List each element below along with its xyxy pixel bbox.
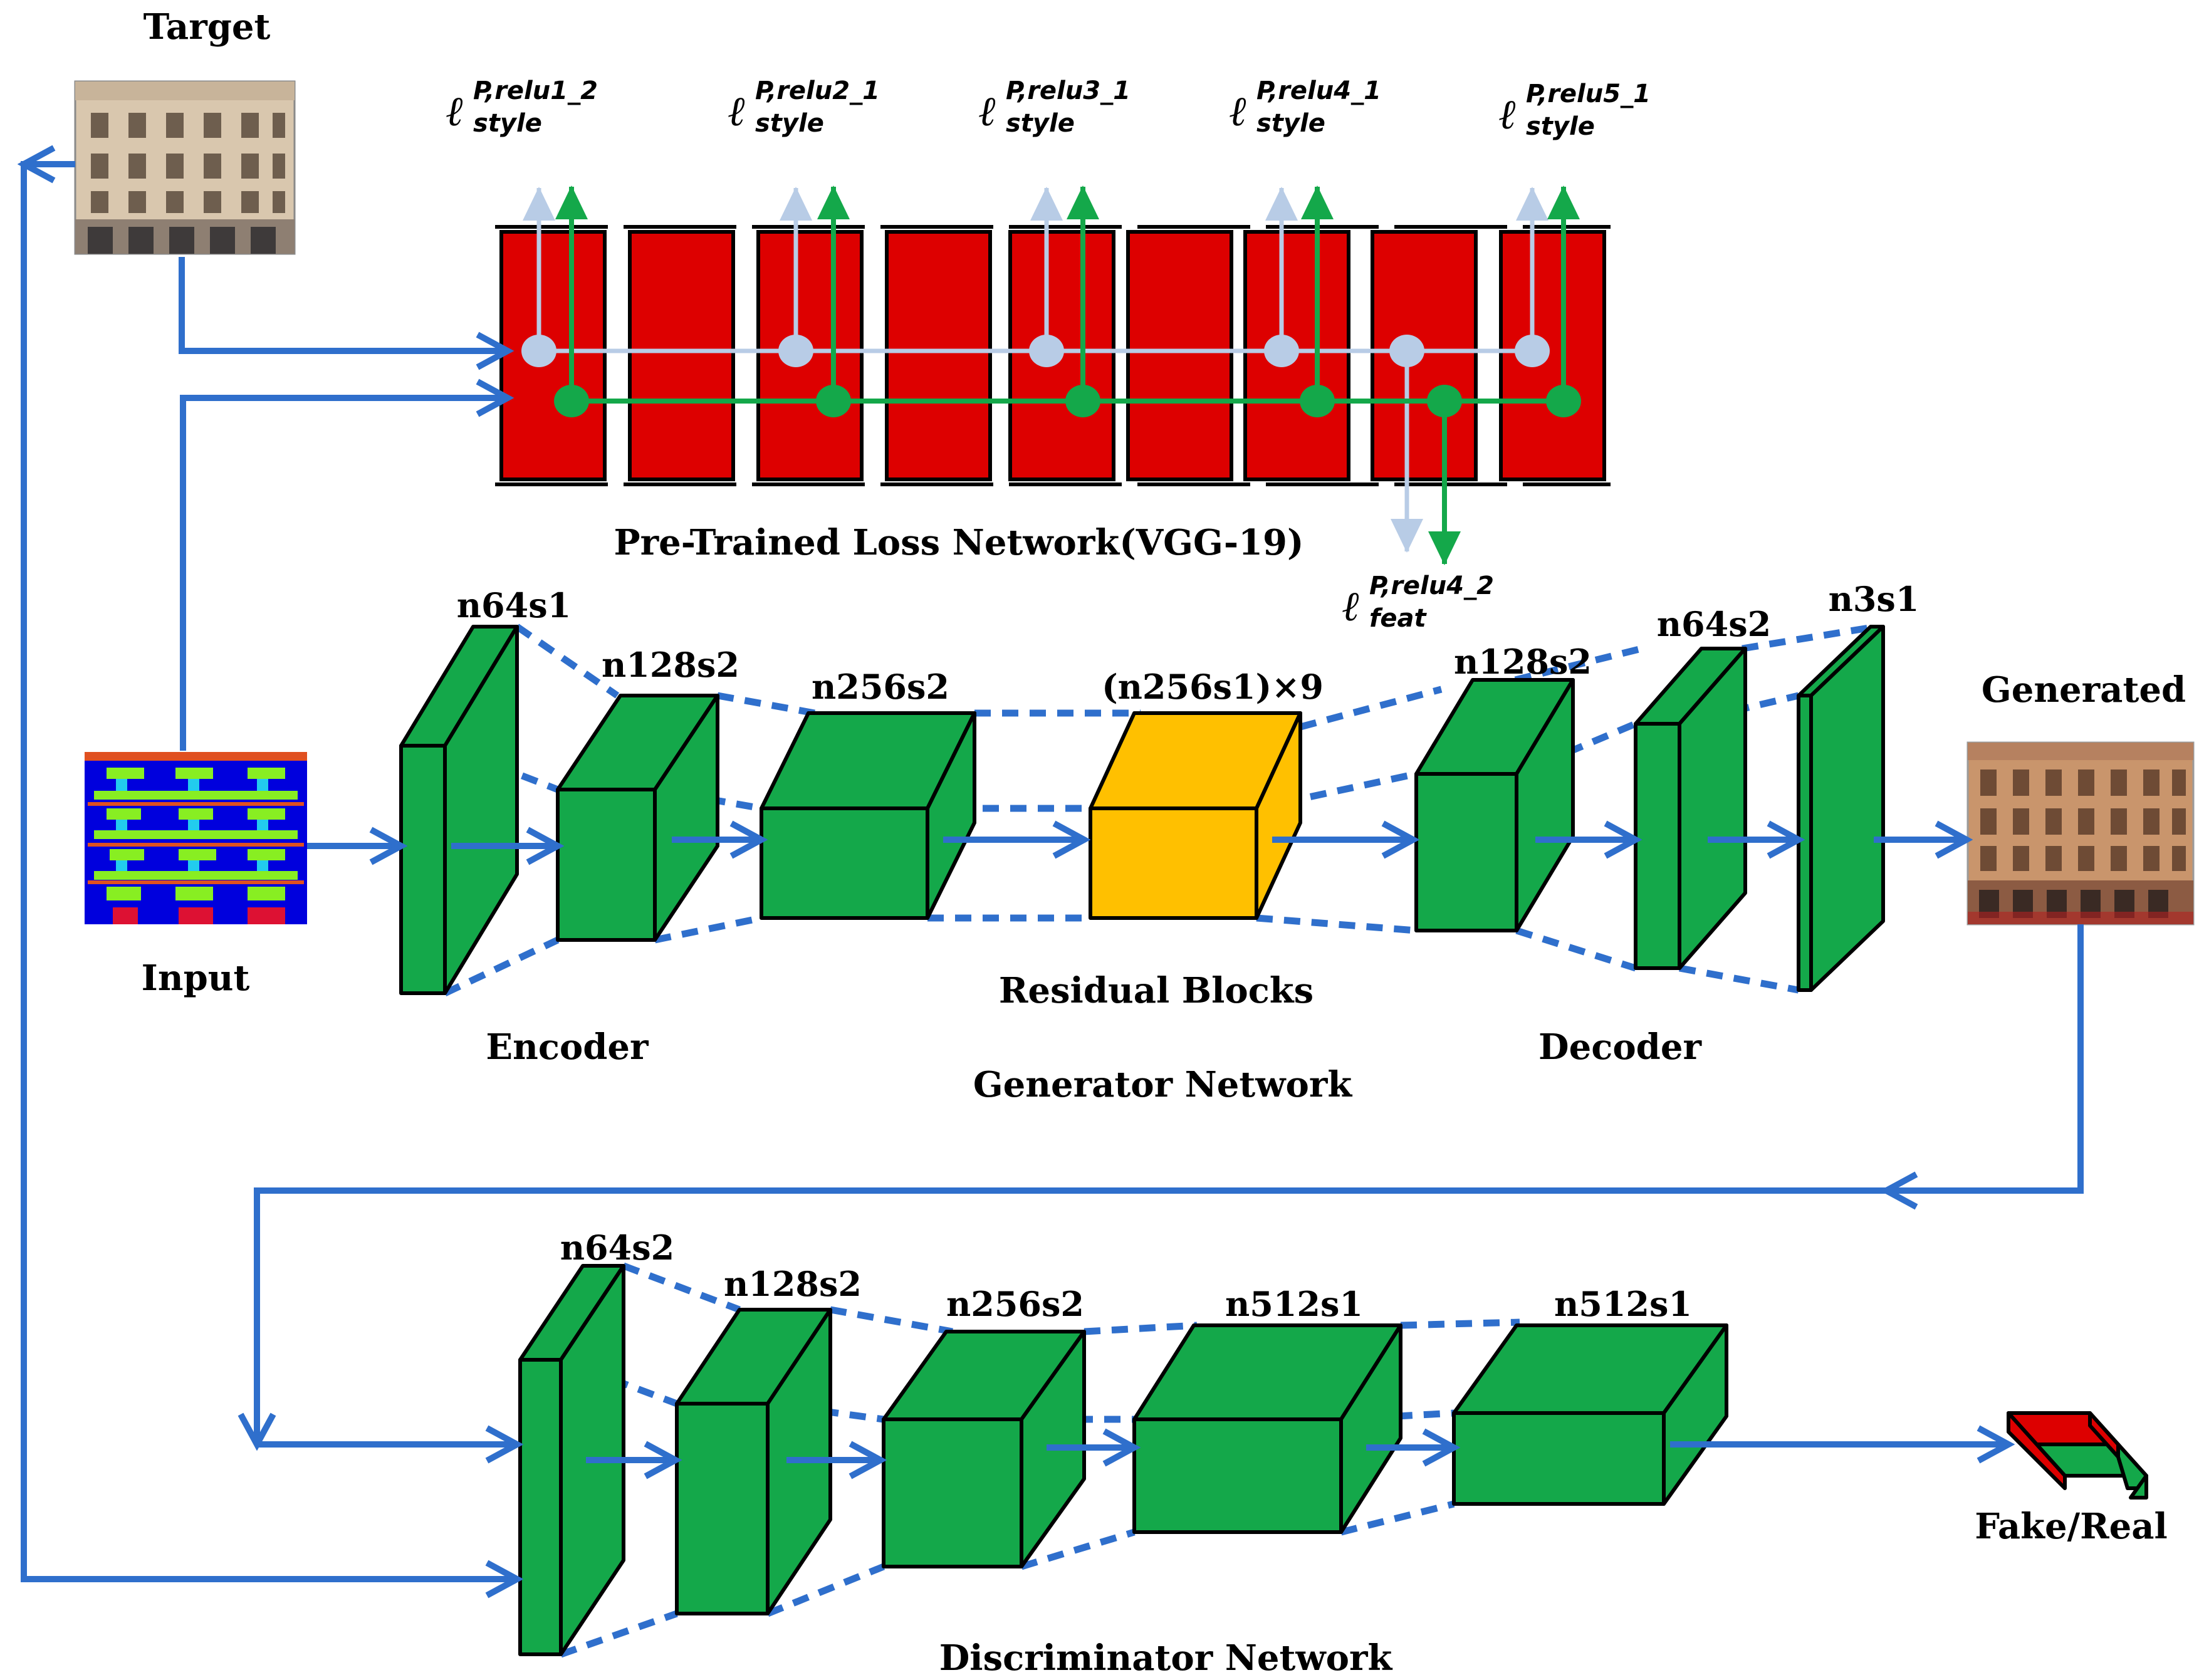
svg-text:style: style: [1256, 109, 1325, 138]
svg-text:style: style: [1006, 109, 1075, 138]
generator-layer-label-7: n3s1: [1829, 579, 1919, 619]
generator-layer-7: [1797, 625, 1885, 992]
generator-layer-2: [556, 694, 719, 942]
svg-text:feat: feat: [1369, 604, 1428, 633]
generator-layer-label-5: n128s2: [1454, 642, 1592, 682]
discriminator-layer-5: [1452, 1323, 1728, 1506]
generator-layer-label-1: n64s1: [457, 585, 571, 625]
input-label-map-image: [85, 752, 307, 924]
flow-arrows: [24, 164, 2084, 1579]
generated-label: Generated: [1982, 669, 2186, 711]
vgg-block-4: [885, 230, 992, 481]
svg-text:style: style: [473, 109, 542, 138]
discriminator-layer-label-3: n256s2: [946, 1284, 1084, 1324]
svg-text:ℓ: ℓ: [979, 86, 996, 135]
svg-text:P,relu3_1: P,relu3_1: [1006, 76, 1131, 105]
svg-text:ℓ: ℓ: [1342, 582, 1360, 630]
generator-residual-blocks: [1089, 711, 1302, 920]
generator-layer-5: [1414, 678, 1575, 932]
svg-text:ℓ: ℓ: [1230, 86, 1247, 135]
generator-layer-label-6: n64s2: [1657, 604, 1771, 644]
feature-loss-label: ℓ P,relu4_2 feat: [1342, 571, 1494, 633]
generator-layer-label-2: n128s2: [602, 645, 739, 685]
style-loss-label-1: ℓ P,relu1_2 style: [446, 76, 598, 138]
svg-text:P,relu1_2: P,relu1_2: [473, 76, 598, 105]
generator-layer-6: [1634, 647, 1747, 970]
style-loss-label-3: ℓ P,relu3_1 style: [979, 76, 1131, 138]
residual-blocks-label: Residual Blocks: [999, 970, 1314, 1011]
svg-text:style: style: [1526, 112, 1595, 141]
fake-real-output-block: [2007, 1411, 2148, 1500]
discriminator-network-label: Discriminator Network: [939, 1637, 1393, 1679]
vgg-block-8: [1371, 230, 1478, 481]
vgg-loss-network: [495, 185, 1611, 565]
svg-text:ℓ: ℓ: [446, 86, 464, 135]
decoder-label: Decoder: [1538, 1026, 1702, 1068]
input-label: Input: [142, 957, 250, 999]
svg-text:P,relu4_1: P,relu4_1: [1256, 76, 1381, 105]
svg-text:style: style: [755, 109, 824, 138]
svg-text:ℓ: ℓ: [1499, 90, 1517, 138]
discriminator-layer-4: [1132, 1323, 1402, 1534]
svg-text:P,relu5_1: P,relu5_1: [1526, 80, 1651, 108]
discriminator-layer-3: [882, 1330, 1086, 1568]
discriminator-layer-label-1: n64s2: [560, 1228, 674, 1268]
svg-text:ℓ: ℓ: [728, 86, 746, 135]
discriminator-layer-label-5: n512s1: [1554, 1284, 1692, 1324]
style-loss-label-4: ℓ P,relu4_1 style: [1230, 76, 1381, 138]
generator-layer-3: [760, 711, 976, 920]
style-loss-label-2: ℓ P,relu2_1 style: [728, 76, 880, 138]
fake-real-label: Fake/Real: [1975, 1506, 2168, 1547]
generator-network-label: Generator Network: [973, 1064, 1353, 1105]
target-label: Target: [144, 6, 271, 48]
generator-layer-label-4: (n256s1)×9: [1102, 667, 1324, 707]
discriminator-layer-label-4: n512s1: [1225, 1284, 1363, 1324]
vgg-block-6: [1126, 230, 1233, 481]
target-facade-image: [74, 80, 296, 255]
discriminator-layer-label-2: n128s2: [724, 1264, 862, 1304]
generated-facade-image: [1966, 741, 2195, 926]
loss-network-label: Pre-Trained Loss Network(VGG-19): [614, 522, 1304, 563]
encoder-label: Encoder: [486, 1026, 649, 1068]
svg-text:P,relu4_2: P,relu4_2: [1369, 571, 1494, 600]
generator-layer-1: [399, 625, 519, 995]
svg-text:P,relu2_1: P,relu2_1: [755, 76, 880, 105]
generator-layer-label-3: n256s2: [812, 667, 949, 707]
style-loss-label-5: ℓ P,relu5_1 style: [1499, 80, 1651, 141]
vgg-block-2: [628, 230, 735, 481]
